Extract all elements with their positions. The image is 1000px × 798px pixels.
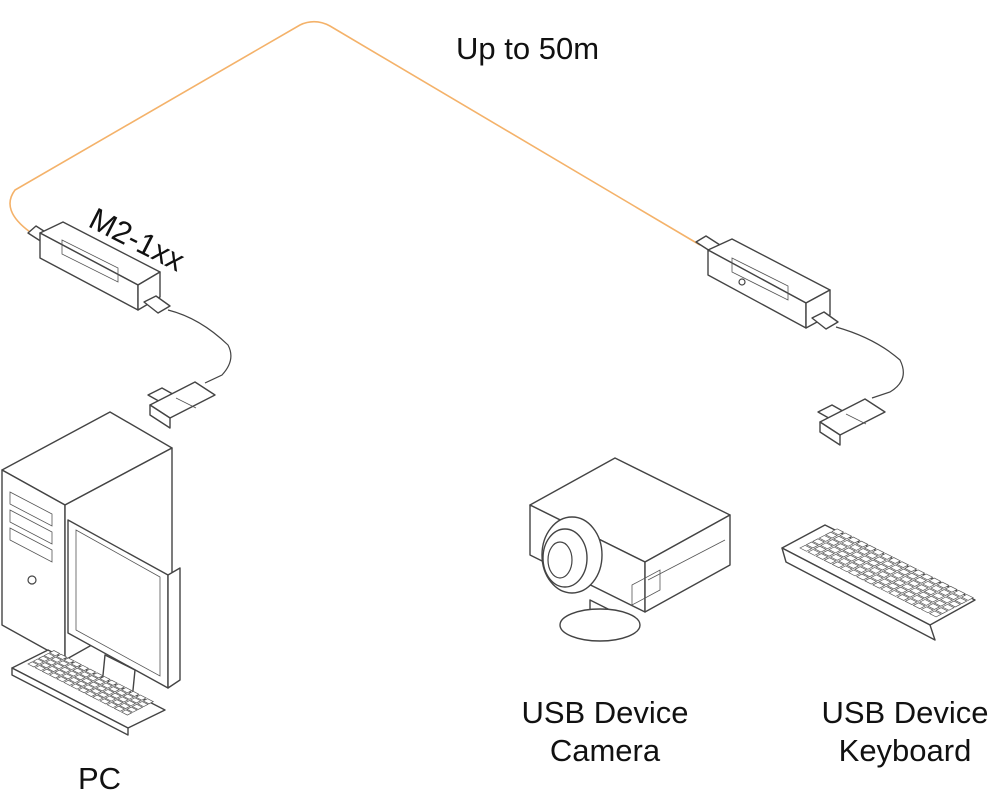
pc-keyboard [11, 649, 166, 736]
local-extender-unit [27, 221, 232, 429]
keyboard-label-line1: USB Device [821, 695, 989, 730]
pc-label: PC [78, 761, 122, 796]
remote-extender-unit [695, 235, 904, 446]
usb-keyboard [781, 524, 976, 641]
camera-label-line1: USB Device [521, 695, 689, 730]
keyboard-label-line2: Keyboard [838, 733, 972, 768]
camera-label: USB Device Camera [500, 694, 710, 770]
camera-label-line2: Camera [549, 733, 661, 768]
fiber-cable [9, 20, 701, 246]
cable-length-label: Up to 50m [456, 31, 600, 66]
camera [529, 457, 731, 642]
pc-monitor [67, 519, 181, 701]
keyboard-label: USB Device Keyboard [805, 694, 1000, 770]
